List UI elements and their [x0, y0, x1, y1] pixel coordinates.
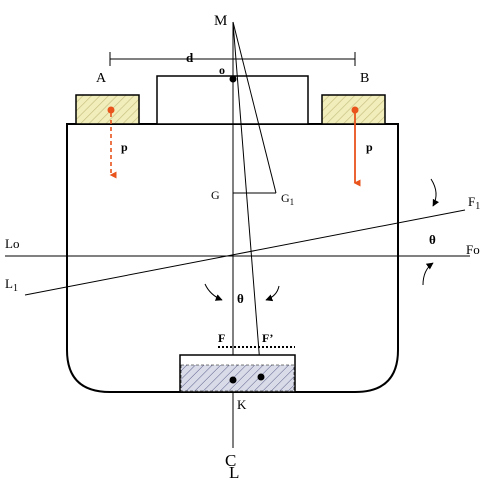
label-lo: Lo	[5, 236, 19, 251]
curved-arrow-icon	[265, 285, 280, 302]
label-o: o	[219, 63, 225, 77]
weight-a	[75, 94, 140, 125]
label-k: K	[237, 397, 247, 412]
label-b: B	[360, 71, 369, 86]
label-g1: G1	[281, 191, 294, 207]
label-cl-c: C	[225, 451, 236, 470]
label-f1: F1	[468, 194, 480, 212]
curved-arrow-icon	[422, 262, 434, 286]
label-theta-right: θ	[429, 232, 436, 247]
weight-a-center	[107, 106, 115, 114]
waterline-l1-f1	[24, 209, 466, 296]
label-d: d	[186, 50, 194, 65]
line-m-g1	[232, 21, 277, 194]
label-a: A	[96, 71, 107, 86]
curved-arrow-icon	[430, 178, 440, 207]
label-f-prime: F’	[262, 331, 273, 345]
point-k	[229, 376, 237, 384]
label-f: F	[218, 331, 225, 345]
label-theta-center: θ	[237, 291, 244, 306]
tilted-centerline	[232, 21, 262, 378]
point-keel-shifted	[257, 373, 265, 381]
point-o	[229, 75, 237, 83]
label-p-left: p	[121, 140, 128, 154]
keel-ballast	[180, 364, 295, 392]
label-fo: Fo	[466, 242, 480, 257]
label-m: M	[214, 13, 227, 29]
curved-arrow-icon	[204, 283, 223, 301]
label-l1: L1	[5, 276, 18, 294]
weight-b-center	[351, 106, 359, 114]
label-p-right: p	[366, 140, 373, 154]
label-cl-l: L	[229, 463, 239, 482]
label-g: G	[211, 188, 220, 202]
